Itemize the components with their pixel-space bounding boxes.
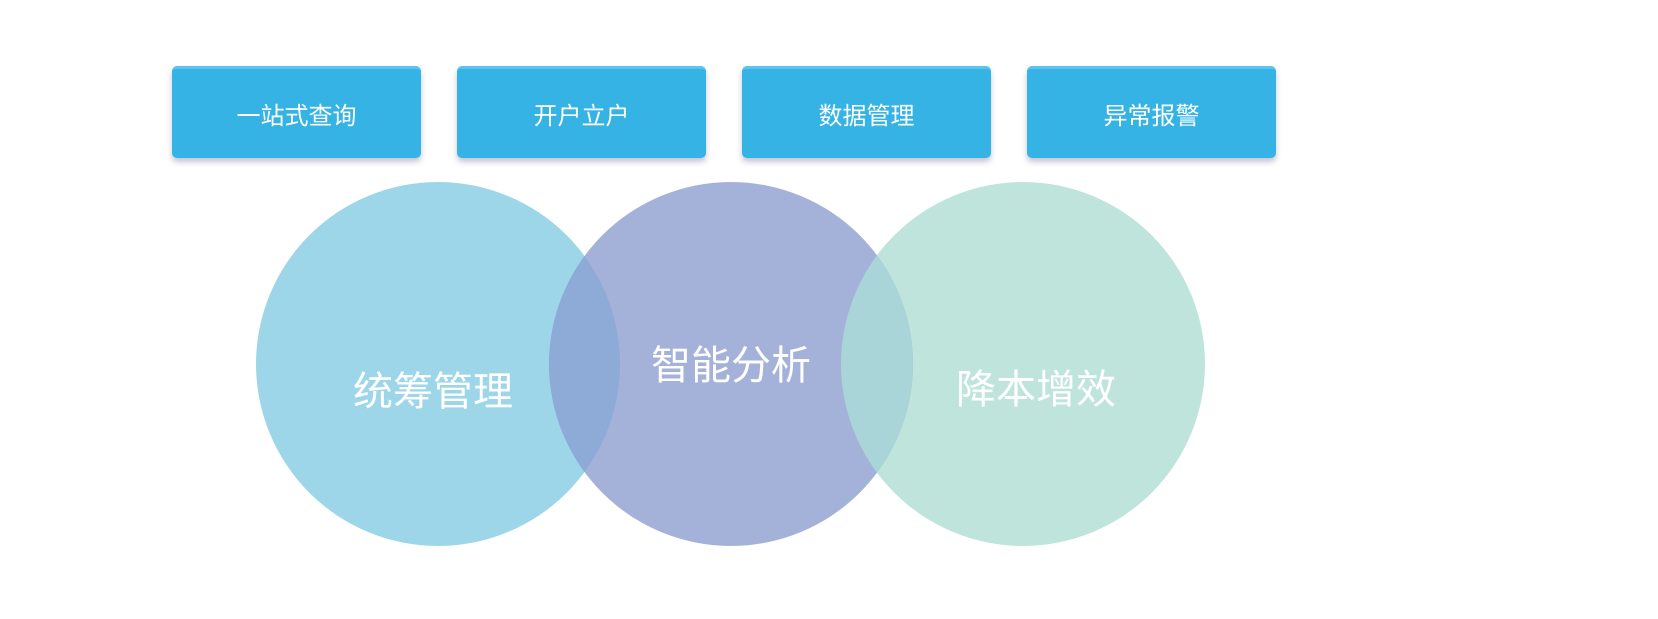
circle-overall-management bbox=[256, 182, 620, 546]
circle-intelligent-analysis bbox=[549, 182, 913, 546]
button-anomaly-alarm[interactable]: 异常报警 bbox=[1027, 66, 1276, 158]
button-one-stop-query[interactable]: 一站式查询 bbox=[172, 66, 421, 158]
label-intelligent-analysis: 智能分析 bbox=[651, 343, 811, 389]
label-cost-efficiency: 降本增效 bbox=[956, 367, 1116, 413]
button-data-management[interactable]: 数据管理 bbox=[742, 66, 991, 158]
button-account-opening[interactable]: 开户立户 bbox=[457, 66, 706, 158]
circle-cost-efficiency bbox=[841, 182, 1205, 546]
label-overall-management: 统筹管理 bbox=[353, 369, 513, 415]
